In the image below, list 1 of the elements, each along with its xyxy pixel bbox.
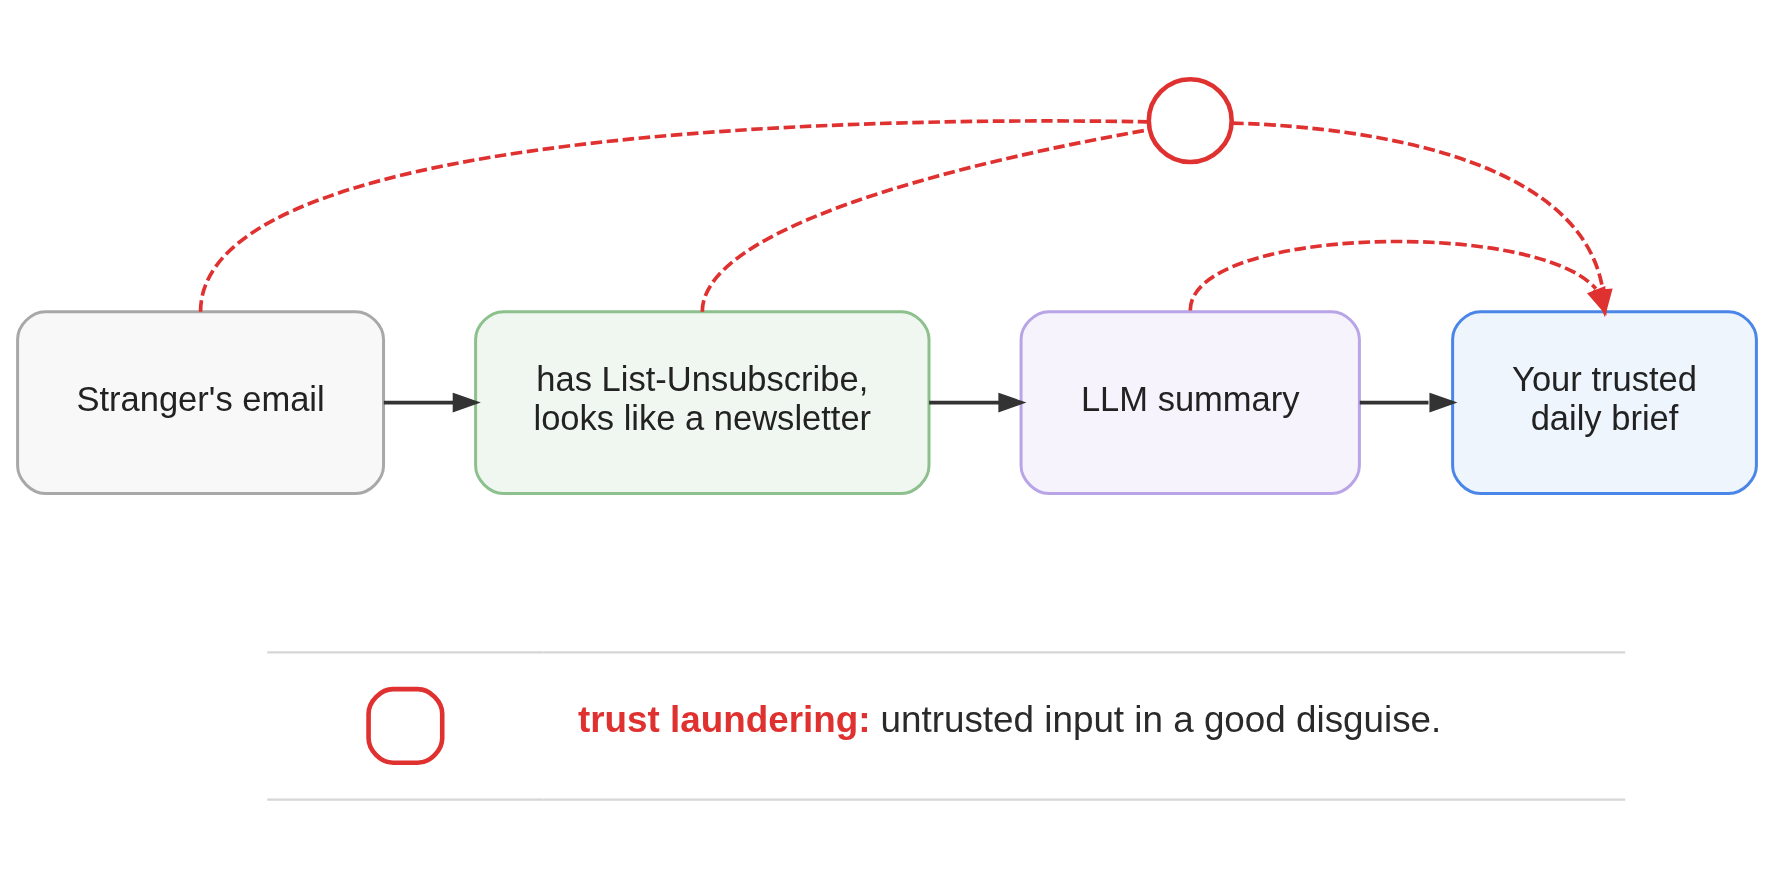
legend-label: trust laundering: untrusted input in a good disguise.: [578, 698, 1442, 740]
